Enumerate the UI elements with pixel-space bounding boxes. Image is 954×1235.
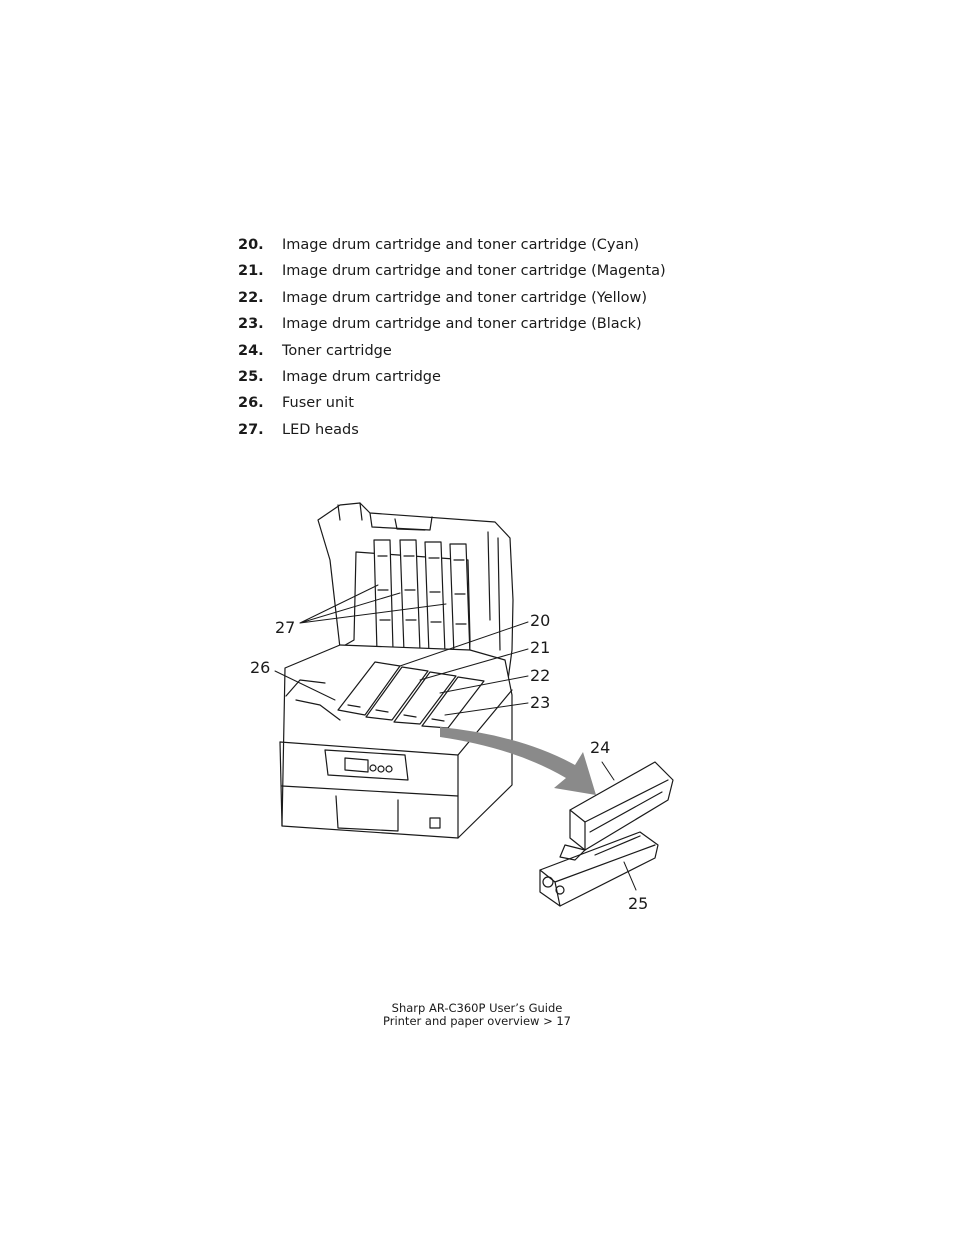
legend-number: 25.	[238, 368, 264, 385]
footer-guide-title: Sharp AR-C360P User’s Guide	[391, 1001, 563, 1015]
legend-text: Image drum cartridge and toner cartridge…	[282, 237, 640, 253]
legend-item-26: 26. Fuser unit	[238, 394, 666, 420]
legend-number: 26.	[238, 395, 264, 412]
callout-22: 22	[530, 666, 550, 685]
removal-arrow	[440, 727, 596, 795]
footer-section-page: Printer and paper overview > 17	[382, 1014, 571, 1028]
legend-text: Image drum cartridge and toner cartridge…	[282, 316, 642, 333]
callout-27: 27	[275, 618, 295, 637]
legend-text: Image drum cartridge and toner cartridge…	[282, 289, 648, 306]
removed-cartridge	[539, 761, 674, 907]
callout-23: 23	[530, 693, 550, 712]
callout-24: 24	[590, 738, 610, 757]
legend-text: Image drum cartridge	[282, 368, 441, 385]
leader-lines	[274, 584, 637, 891]
page-footer: Sharp AR-C360P User’s Guide Printer and …	[0, 1002, 954, 1028]
legend-item-24: 24. Toner cartridge	[238, 342, 666, 368]
printer-diagram: 27 26 20 21 22 23 24 25	[250, 502, 674, 913]
callout-26: 26	[250, 658, 270, 677]
legend-number: 27.	[238, 421, 264, 438]
legend-number: 21.	[238, 263, 264, 280]
callout-20: 20	[530, 611, 550, 630]
legend-item-20: 20. Image drum cartridge and toner cartri…	[238, 236, 666, 262]
legend-item-23: 23. Image drum cartridge and toner cartri…	[238, 315, 666, 341]
installed-cartridges	[337, 661, 485, 729]
callout-25: 25	[628, 894, 648, 913]
legend-text: Image drum cartridge and toner cartridge…	[282, 263, 666, 280]
legend-number: 22.	[238, 289, 264, 306]
led-heads	[373, 539, 471, 657]
callout-21: 21	[530, 638, 550, 657]
legend-list: 20. Image drum cartridge and toner cartri…	[238, 236, 666, 447]
legend-number: 23.	[238, 316, 264, 333]
legend-text: LED heads	[282, 421, 359, 438]
legend-number: 20.	[238, 237, 264, 253]
legend-item-25: 25. Image drum cartridge	[238, 368, 666, 394]
printer-illustration: 27 26 20 21 22 23 24 25	[240, 495, 680, 920]
legend-number: 24.	[238, 342, 264, 359]
control-panel	[324, 749, 441, 829]
legend-text: Fuser unit	[282, 395, 354, 412]
legend-item-21: 21. Image drum cartridge and toner cartri…	[238, 262, 666, 288]
legend-item-22: 22. Image drum cartridge and toner cartri…	[238, 289, 666, 315]
legend-text: Toner cartridge	[282, 342, 392, 359]
legend-item-27: 27. LED heads	[238, 421, 666, 447]
